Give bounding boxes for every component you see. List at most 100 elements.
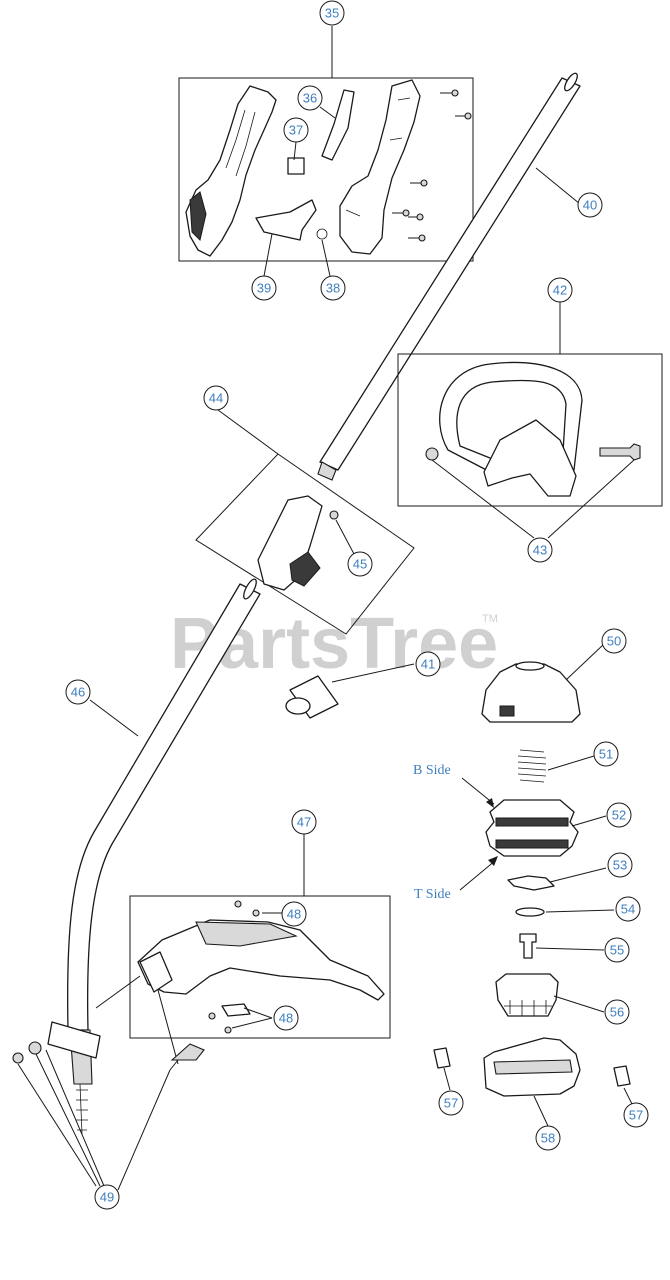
callout-number: 53 <box>613 858 627 873</box>
aux-handle-nut <box>425 447 439 461</box>
callout-circle <box>347 551 373 577</box>
callout-51: 51 <box>593 741 619 767</box>
clamp-bolt <box>170 1043 205 1061</box>
switch-block <box>287 157 305 175</box>
callout-circle <box>273 1005 299 1031</box>
callout-number: 47 <box>297 815 311 830</box>
spool-washer <box>515 907 545 917</box>
callout-number: 46 <box>71 685 85 700</box>
callout-circle <box>606 802 632 828</box>
callout-number: 57 <box>629 1108 643 1123</box>
handle-left-half <box>185 85 277 257</box>
switch-bracket <box>321 89 355 161</box>
callout-48: 48 <box>281 901 307 927</box>
callout-number: 39 <box>257 281 271 296</box>
callout-number: 42 <box>553 283 567 298</box>
callout-circle <box>535 1125 561 1151</box>
aux-handle-bolt <box>599 443 641 461</box>
handle-assembly-box <box>178 77 474 262</box>
callout-38: 38 <box>320 275 346 301</box>
guard-nut-2 <box>224 1026 232 1034</box>
callout-number: 51 <box>599 747 613 762</box>
callout-39: 39 <box>251 275 277 301</box>
shaft-clamp <box>47 1021 101 1059</box>
callout-number: 48 <box>287 907 301 922</box>
t-side-label: T Side <box>414 887 451 902</box>
trimmer-guard <box>137 919 385 1001</box>
callout-circle <box>297 85 323 111</box>
callout-54: 54 <box>615 896 641 922</box>
guard-plate <box>221 1003 251 1017</box>
eyelet-left <box>433 1047 451 1069</box>
callout-circle <box>438 1090 464 1116</box>
callout-36: 36 <box>297 85 323 111</box>
callout-circle <box>527 537 553 563</box>
shaft-coupler <box>257 495 323 591</box>
callout-circle <box>547 277 573 303</box>
callout-layer: 3536373839404142434445464748484950515253… <box>65 0 649 1210</box>
spool-clip <box>507 875 555 891</box>
callout-57: 57 <box>623 1102 649 1128</box>
trigger <box>255 199 317 241</box>
callout-circle <box>203 385 229 411</box>
handle-right-half <box>339 79 421 255</box>
callout-circle <box>593 741 619 767</box>
callout-circle <box>283 117 309 143</box>
callout-50: 50 <box>601 628 627 654</box>
callout-number: 43 <box>533 543 547 558</box>
trigger-spring <box>316 228 328 240</box>
b-side-label: B Side <box>413 763 451 778</box>
callout-57: 57 <box>438 1090 464 1116</box>
clamp-knob <box>12 1052 24 1064</box>
callout-53: 53 <box>607 852 633 878</box>
callout-55: 55 <box>604 937 630 963</box>
callout-49: 49 <box>94 1184 120 1210</box>
callout-circle <box>607 852 633 878</box>
callout-number: 38 <box>326 281 340 296</box>
handle-screws <box>392 89 472 242</box>
callout-circle <box>577 192 603 218</box>
callout-circle <box>65 679 91 705</box>
aux-handle-clamp <box>483 419 577 497</box>
callout-48: 48 <box>273 1005 299 1031</box>
callout-circle <box>604 937 630 963</box>
callout-number: 50 <box>607 634 621 649</box>
callout-47: 47 <box>291 809 317 835</box>
callout-number: 40 <box>583 198 597 213</box>
callout-circle <box>615 896 641 922</box>
callout-circle <box>623 1102 649 1128</box>
callout-52: 52 <box>606 802 632 828</box>
callout-circle <box>601 628 627 654</box>
callout-56: 56 <box>604 999 630 1025</box>
callout-number: 55 <box>610 943 624 958</box>
coupler-box <box>195 453 415 635</box>
callout-42: 42 <box>547 277 573 303</box>
callout-number: 36 <box>303 91 317 106</box>
spool-spring <box>517 749 547 783</box>
callout-41: 41 <box>415 651 441 677</box>
clamp-washer <box>28 1041 42 1055</box>
eyelet-housing <box>495 973 559 1017</box>
callout-circle <box>94 1184 120 1210</box>
guard-nut-1 <box>208 1012 216 1020</box>
callout-circle <box>604 999 630 1025</box>
callout-40: 40 <box>577 192 603 218</box>
callout-number: 48 <box>279 1011 293 1026</box>
guard-screw-2 <box>252 909 260 917</box>
callout-45: 45 <box>347 551 373 577</box>
callout-circle <box>415 651 441 677</box>
callout-number: 45 <box>353 557 367 572</box>
guard-box <box>129 895 391 1039</box>
callout-circle <box>291 809 317 835</box>
callout-circle <box>251 275 277 301</box>
callout-circle <box>320 275 346 301</box>
callout-58: 58 <box>535 1125 561 1151</box>
callout-number: 49 <box>100 1190 114 1205</box>
watermark-trademark: TM <box>482 613 498 625</box>
eyelet-right <box>613 1065 631 1087</box>
coupler-screw <box>329 510 339 520</box>
callout-number: 41 <box>421 657 435 672</box>
callout-46: 46 <box>65 679 91 705</box>
callout-number: 52 <box>612 808 626 823</box>
